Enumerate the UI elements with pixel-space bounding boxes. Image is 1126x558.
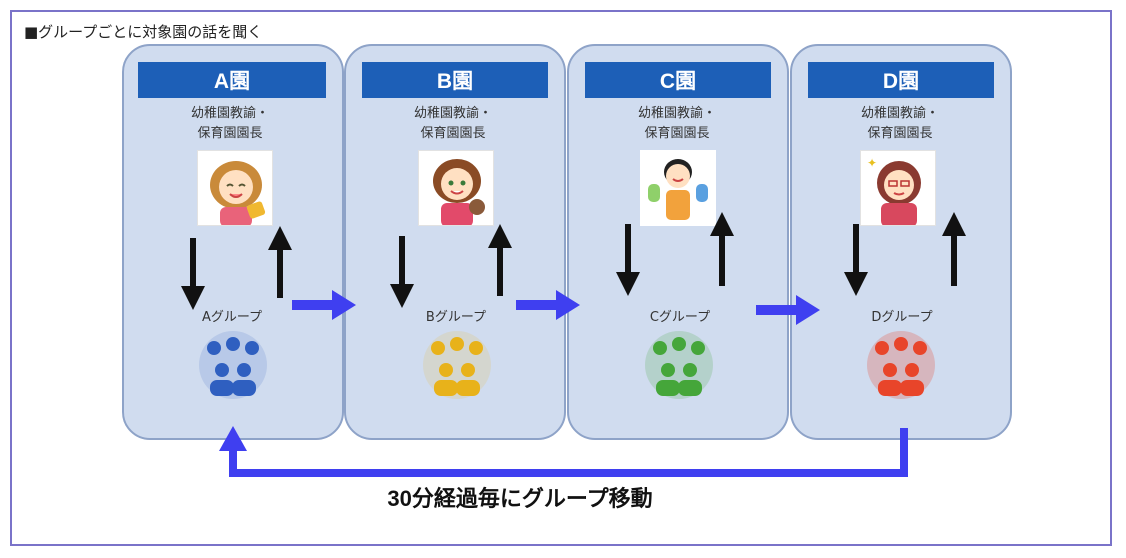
group-label-a: Aグループ	[201, 310, 263, 325]
svg-text:✦: ✦	[867, 156, 877, 170]
garden-header-a: A園	[138, 62, 326, 98]
group-c-people-icon	[645, 331, 713, 399]
move-arrow-b-to-c	[516, 290, 580, 320]
panel-b	[344, 44, 566, 440]
garden-header-b: B園	[362, 62, 548, 98]
move-arrow-c-to-d	[756, 295, 820, 325]
panel-a	[122, 44, 344, 440]
group-label-b: Bグループ	[425, 310, 487, 325]
group-b-people-icon	[423, 331, 491, 399]
return-arrow-d-to-a	[229, 428, 908, 477]
return-arrowhead-a	[219, 426, 247, 451]
diagram-heading: ■グループごとに対象園の話を聞く	[24, 23, 263, 41]
garden-header-c: C園	[585, 62, 771, 98]
role-b: 幼稚園教諭・保育園園長	[413, 106, 492, 141]
teacher-portrait-c	[640, 150, 716, 226]
role-d: 幼稚園教諭・保育園園長	[860, 106, 939, 141]
panel-c	[567, 44, 789, 440]
role-c: 幼稚園教諭・保育園園長	[637, 106, 716, 141]
move-arrow-a-to-b	[292, 290, 356, 320]
teacher-portrait-a	[197, 150, 273, 226]
teacher-portrait-b	[418, 150, 494, 226]
garden-header-d: D園	[808, 62, 994, 98]
role-a: 幼稚園教諭・保育園園長	[190, 106, 269, 141]
rotation-caption: 30分経過毎にグループ移動	[387, 486, 653, 511]
teacher-portrait-d: ✦	[860, 150, 936, 226]
group-d-people-icon	[867, 331, 935, 399]
group-a-people-icon	[199, 331, 267, 399]
group-label-d: Dグループ	[871, 310, 933, 325]
group-label-c: Cグループ	[649, 310, 711, 325]
